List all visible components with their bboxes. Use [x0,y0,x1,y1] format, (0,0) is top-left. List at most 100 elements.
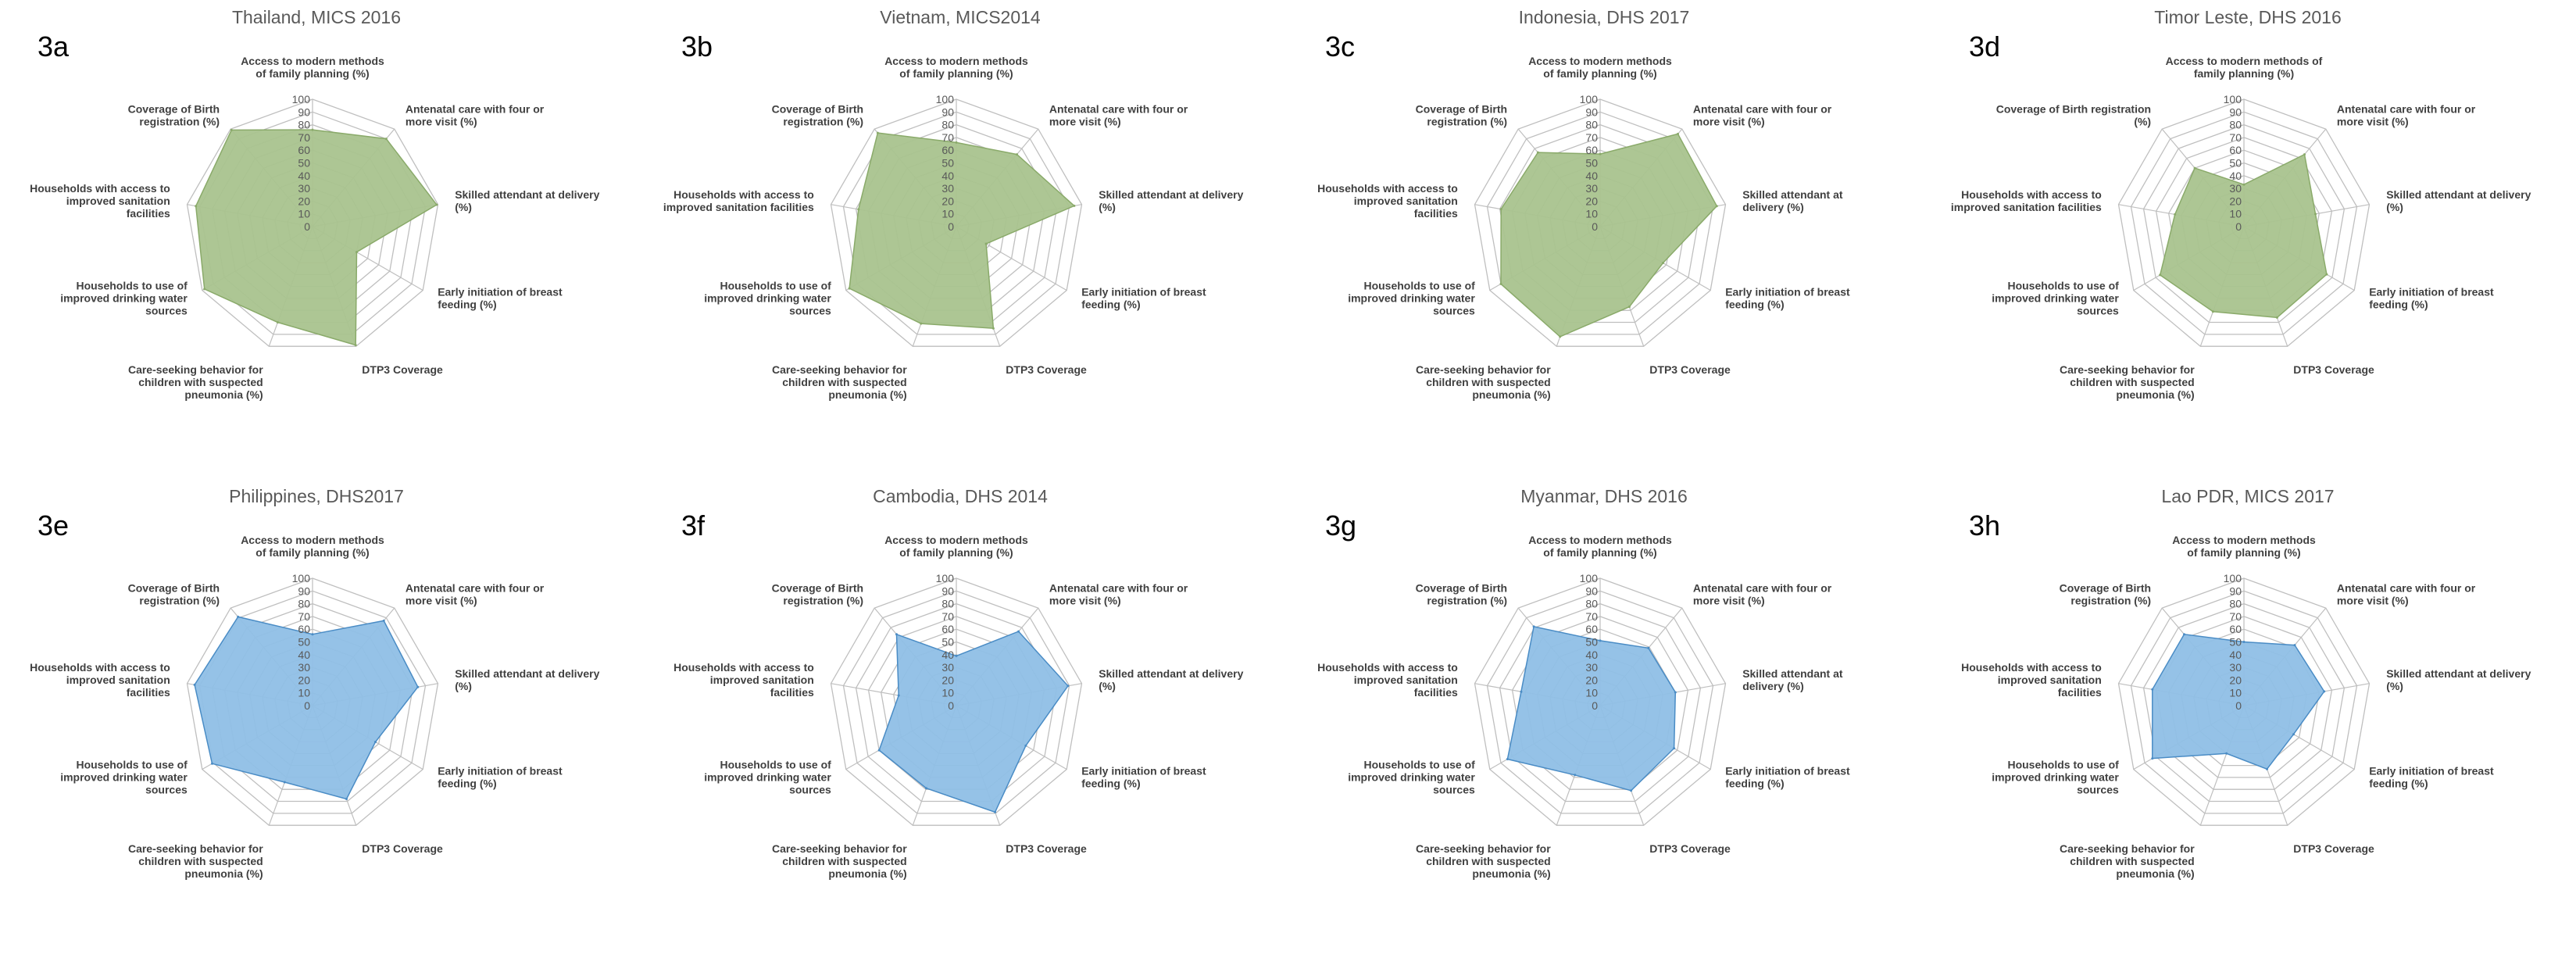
tick-label: 40 [941,649,954,661]
series-area [195,129,438,346]
data-point [1017,630,1020,633]
data-point [1599,152,1602,155]
chart-title: Lao PDR, MICS 2017 [2161,486,2334,506]
tick-label: 80 [298,598,310,610]
data-point [1674,691,1677,694]
data-point [2314,213,2317,216]
tick-label: 0 [948,699,954,712]
panel-letter: 3d [1969,30,2000,63]
tick-label: 20 [941,674,954,686]
tick-label: 10 [298,208,310,220]
tick-label: 20 [2229,674,2242,686]
grid-ring [2142,123,2346,324]
tick-label: 80 [2229,119,2242,131]
tick-label: 0 [2235,699,2242,712]
grid-ring [2117,577,2371,826]
tick-label: 0 [948,220,954,233]
tick-label: 30 [941,182,954,195]
data-point [2323,690,2326,693]
tick-label: 80 [941,598,954,610]
data-point [1499,282,1502,285]
tick-label: 90 [298,584,310,597]
data-point [195,205,198,208]
data-point [193,683,196,686]
panel-letter: 3b [681,30,713,63]
chart-title: Timor Leste, DHS 2016 [2154,7,2341,27]
chart-title: Thailand, MICS 2016 [232,7,401,27]
axis-label: Skilled attendant at delivery(%) [1099,667,1243,692]
data-point [877,749,881,752]
tick-label: 40 [2229,649,2242,661]
grid-ring [2117,98,2371,347]
tick-label: 50 [2229,636,2242,649]
series-area [2159,153,2328,319]
tick-label: 30 [2229,661,2242,674]
data-point [211,762,213,765]
axis-label: DTP3 Coverage [1649,842,1731,855]
tick-label: 70 [941,131,954,144]
data-point [374,741,377,743]
data-point [1715,205,1718,208]
axis-label: DTP3 Coverage [1649,363,1731,376]
data-point [895,633,898,636]
data-point [1073,204,1076,207]
tick-label: 20 [2229,195,2242,207]
panel-letter: 3e [38,509,69,542]
data-point [955,654,958,657]
data-point [1506,758,1509,760]
grid-ring [1474,577,1727,826]
grid-ring [842,111,1070,335]
data-point [984,242,988,245]
tick-label: 50 [2229,157,2242,170]
series-area [1506,626,1677,792]
axis-label: DTP3 Coverage [362,363,443,376]
tick-label: 60 [298,623,310,635]
tick-label: 10 [2229,208,2242,220]
data-point [994,810,997,813]
data-point [2183,633,2185,636]
chart-title: Vietnam, MICS2014 [880,7,1041,27]
axis-label: Skilled attendant at delivery(%) [2386,188,2531,213]
chart-title: Cambodia, DHS 2014 [873,486,1048,506]
data-point [1662,262,1664,264]
tick-label: 60 [2229,144,2242,156]
data-point [2174,213,2177,216]
panel-letter: 3g [1325,509,1356,542]
data-point [2303,153,2306,156]
series-area [194,616,419,800]
data-point [1066,685,1070,688]
data-point [276,321,279,324]
tick-label: 60 [298,144,310,156]
data-point [2293,644,2296,647]
data-point [1627,306,1631,309]
data-point [311,633,314,636]
data-point [1559,335,1562,338]
grid-ring [842,590,1070,814]
tick-label: 60 [1585,623,1598,635]
series-area [849,132,1076,330]
data-point [2151,757,2154,760]
tick-label: 40 [298,170,310,182]
